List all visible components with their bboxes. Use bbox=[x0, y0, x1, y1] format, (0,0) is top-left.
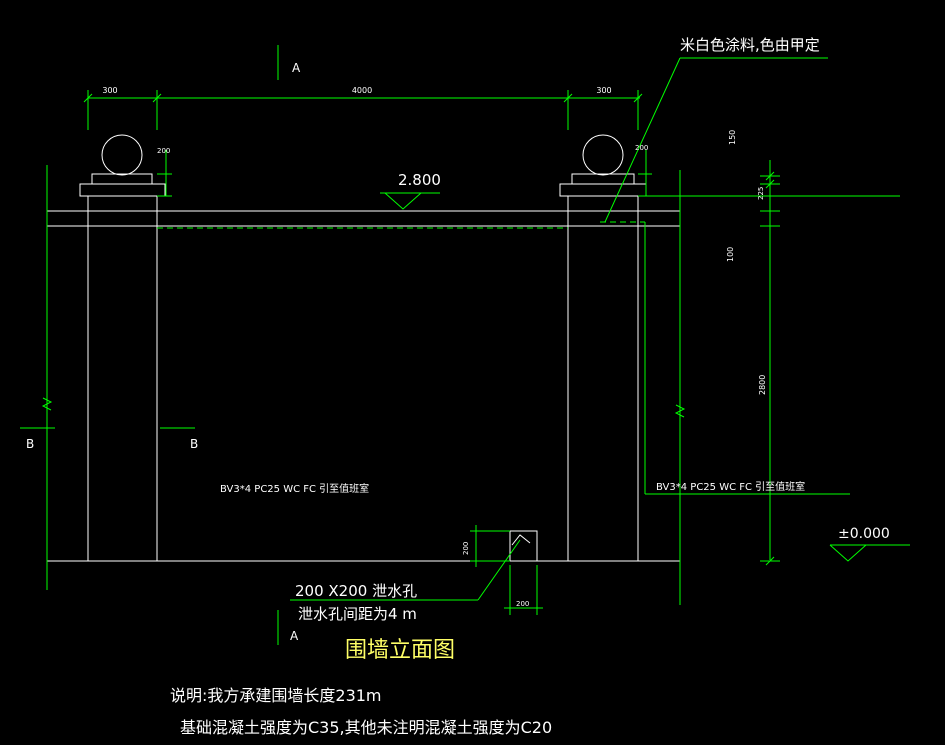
left-pier-cap bbox=[79, 183, 166, 197]
wiring-note-left: BV3*4 PC25 WC FC 引至值班室 bbox=[220, 482, 369, 495]
drawing-title: 围墙立面图 bbox=[345, 638, 455, 663]
wall-elevation bbox=[46, 134, 681, 562]
drain-hole-size: 200 X200 泄水孔 bbox=[295, 582, 417, 600]
right-pier-cap-top bbox=[571, 173, 635, 185]
left-ball-finial bbox=[101, 134, 143, 176]
ground-elevation: ±0.000 bbox=[838, 526, 890, 542]
dim-ball: 150 bbox=[728, 130, 737, 145]
right-pier-cap bbox=[559, 183, 647, 197]
dim-hole-height: 200 bbox=[462, 542, 470, 555]
dimension-lines bbox=[20, 45, 910, 645]
section-b-left: B bbox=[26, 437, 34, 451]
right-pier bbox=[567, 195, 639, 562]
dim-coping: 100 bbox=[726, 247, 735, 262]
drain-hole bbox=[509, 530, 538, 562]
wiring-note-right: BV3*4 PC25 WC FC 引至值班室 bbox=[656, 480, 805, 493]
section-b-right: B bbox=[190, 437, 198, 451]
dim-cap-left: 200 bbox=[157, 147, 170, 155]
finish-note: 米白色涂料,色由甲定 bbox=[680, 36, 820, 54]
right-ball-finial bbox=[582, 134, 624, 176]
dim-wall-span: 4000 bbox=[352, 86, 372, 95]
section-a-bottom: A bbox=[290, 629, 299, 643]
drain-hole-spacing: 泄水孔间距为4 m bbox=[298, 605, 417, 623]
top-elevation: 2.800 bbox=[398, 171, 441, 189]
left-pier bbox=[87, 195, 158, 562]
dim-cap-thick: 225 bbox=[757, 187, 765, 200]
annotations: 米白色涂料,色由甲定 300 4000 300 200 200 2.800 A … bbox=[26, 36, 890, 737]
dim-hole-width: 200 bbox=[516, 600, 529, 608]
note-line-1: 说明:我方承建围墙长度231m bbox=[170, 686, 382, 705]
drain-hole-symbol bbox=[511, 534, 531, 546]
left-pier-cap-top bbox=[91, 173, 153, 185]
finish-leader bbox=[604, 57, 681, 223]
note-line-2: 基础混凝土强度为C35,其他未注明混凝土强度为C20 bbox=[180, 718, 552, 737]
section-a-top: A bbox=[292, 61, 301, 75]
dim-cap-right: 200 bbox=[635, 144, 648, 152]
dim-wall-height: 2800 bbox=[758, 375, 767, 395]
dim-pier-left: 300 bbox=[102, 86, 117, 95]
dim-pier-right: 300 bbox=[596, 86, 611, 95]
